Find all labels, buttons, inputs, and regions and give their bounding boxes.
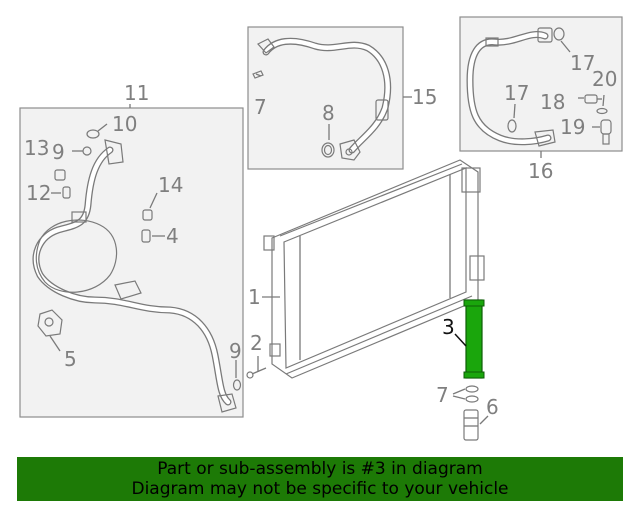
callout-7a: 7	[254, 95, 267, 119]
cap-13	[54, 169, 66, 181]
o-ring-5	[465, 385, 479, 403]
callout-12: 4	[166, 224, 179, 248]
cap-19	[600, 119, 612, 145]
callout-9b: 9	[229, 339, 242, 363]
info-banner: Part or sub-assembly is #3 in diagram Di…	[17, 457, 623, 501]
callout-15: 5	[64, 347, 77, 371]
callout-14: 14	[158, 173, 183, 197]
callout-17b: 17	[504, 81, 529, 105]
callout-4: 6	[486, 395, 499, 419]
callouts: 11 15 16 1 2 3 7 6 7 8 10 13 9 12 14 4 5…	[24, 51, 617, 419]
callout-18: 18	[540, 90, 565, 114]
plug-4	[463, 409, 479, 441]
parts-diagram: 11 15 16 1 2 3 7 6 7 8 10 13 9 12 14 4 5…	[19, 16, 623, 441]
callout-19: 19	[560, 115, 585, 139]
o-ring-7a	[252, 70, 264, 79]
callout-17a: 17	[570, 51, 595, 75]
o-ring-17a	[553, 27, 565, 41]
receiver-drier-3	[463, 299, 485, 379]
cap-14	[142, 209, 153, 221]
bracket-15	[37, 309, 63, 337]
callout-3: 3	[442, 315, 455, 339]
callout-13: 13	[24, 136, 49, 160]
condenser-1	[263, 159, 485, 379]
o-ring-17b	[507, 119, 517, 133]
leader-lines	[49, 40, 605, 425]
callout-9a: 9	[52, 140, 65, 164]
callout-2: 2	[250, 331, 263, 355]
hose-assembly-6	[257, 37, 392, 161]
group-box-8	[19, 107, 244, 418]
o-ring-7b	[321, 142, 335, 158]
banner-line-2: Diagram may not be specific to your vehi…	[131, 479, 509, 499]
hose-assembly-16	[466, 27, 556, 147]
callout-10: 10	[112, 112, 137, 136]
bolt-2	[246, 367, 267, 379]
callout-11: 12	[26, 181, 51, 205]
seal-20	[596, 107, 608, 115]
callout-1: 1	[248, 285, 261, 309]
callout-6: 15	[412, 85, 437, 109]
callout-20: 20	[592, 67, 617, 91]
banner-line-1: Part or sub-assembly is #3 in diagram	[157, 459, 483, 479]
callout-16: 16	[528, 159, 553, 183]
hose-assembly-8	[32, 139, 237, 413]
valve-core-18	[584, 94, 602, 104]
o-ring-10	[86, 129, 100, 139]
o-ring-9b	[232, 379, 242, 391]
valve-12	[141, 229, 151, 243]
valve-11	[62, 186, 71, 199]
callout-5: 7	[436, 383, 449, 407]
receiver-drier-body	[465, 299, 483, 379]
callout-8: 11	[124, 81, 149, 105]
callout-7b: 8	[322, 101, 335, 125]
